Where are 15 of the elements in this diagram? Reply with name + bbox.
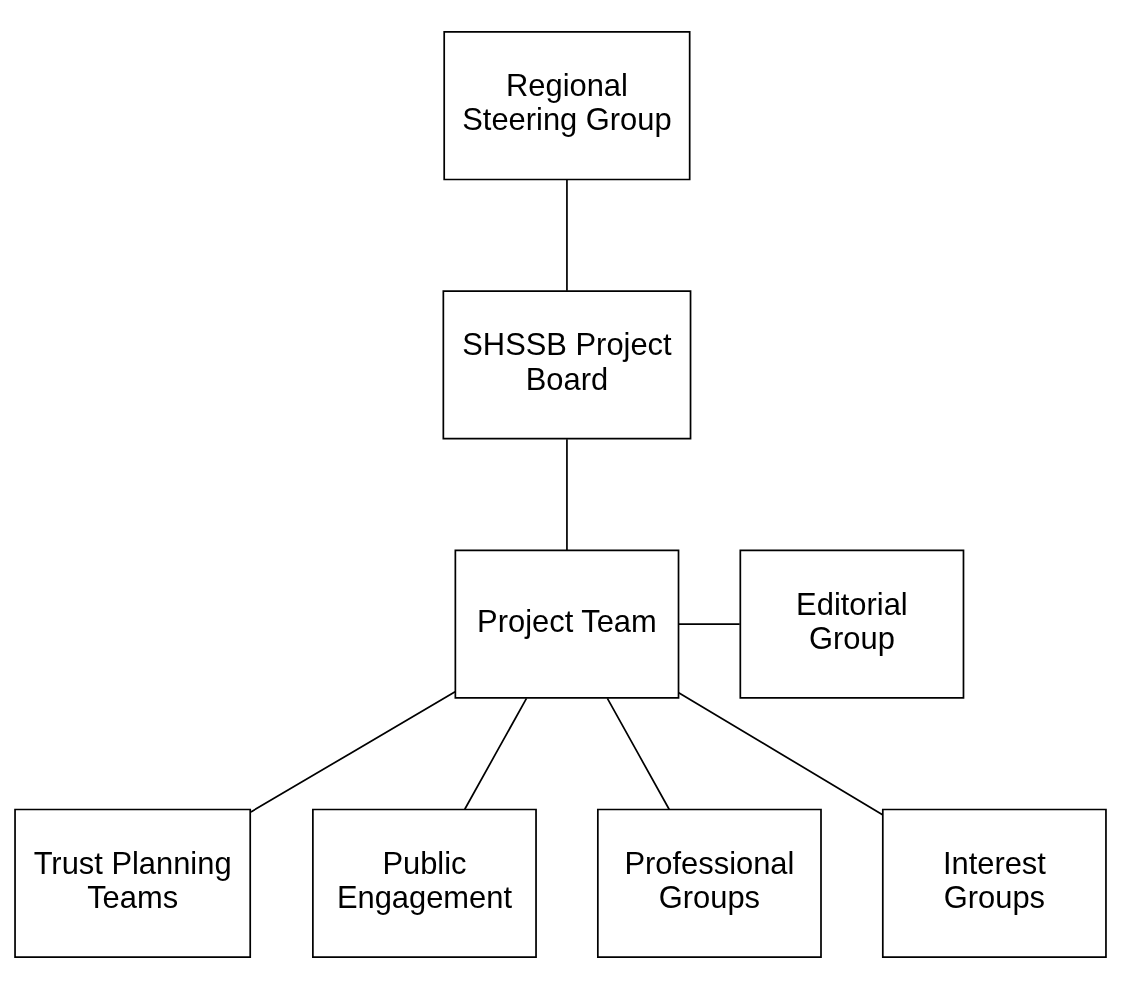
node-box: SHSSB Project Board (442, 290, 692, 440)
connector (677, 623, 741, 625)
node-box: Editorial Group (739, 549, 965, 699)
node-box: Professional Groups (597, 808, 822, 958)
connector (566, 179, 568, 292)
node-box: Public Engagement (312, 808, 537, 958)
connector (566, 438, 568, 551)
node-box: Project Team (454, 549, 680, 699)
node-box: Regional Steering Group (443, 31, 691, 181)
connector (250, 690, 456, 813)
node-box: Interest Groups (881, 808, 1107, 958)
connector (677, 691, 884, 816)
connector (463, 697, 528, 811)
node-box: Trust Planning Teams (14, 808, 252, 958)
connector (606, 697, 670, 811)
